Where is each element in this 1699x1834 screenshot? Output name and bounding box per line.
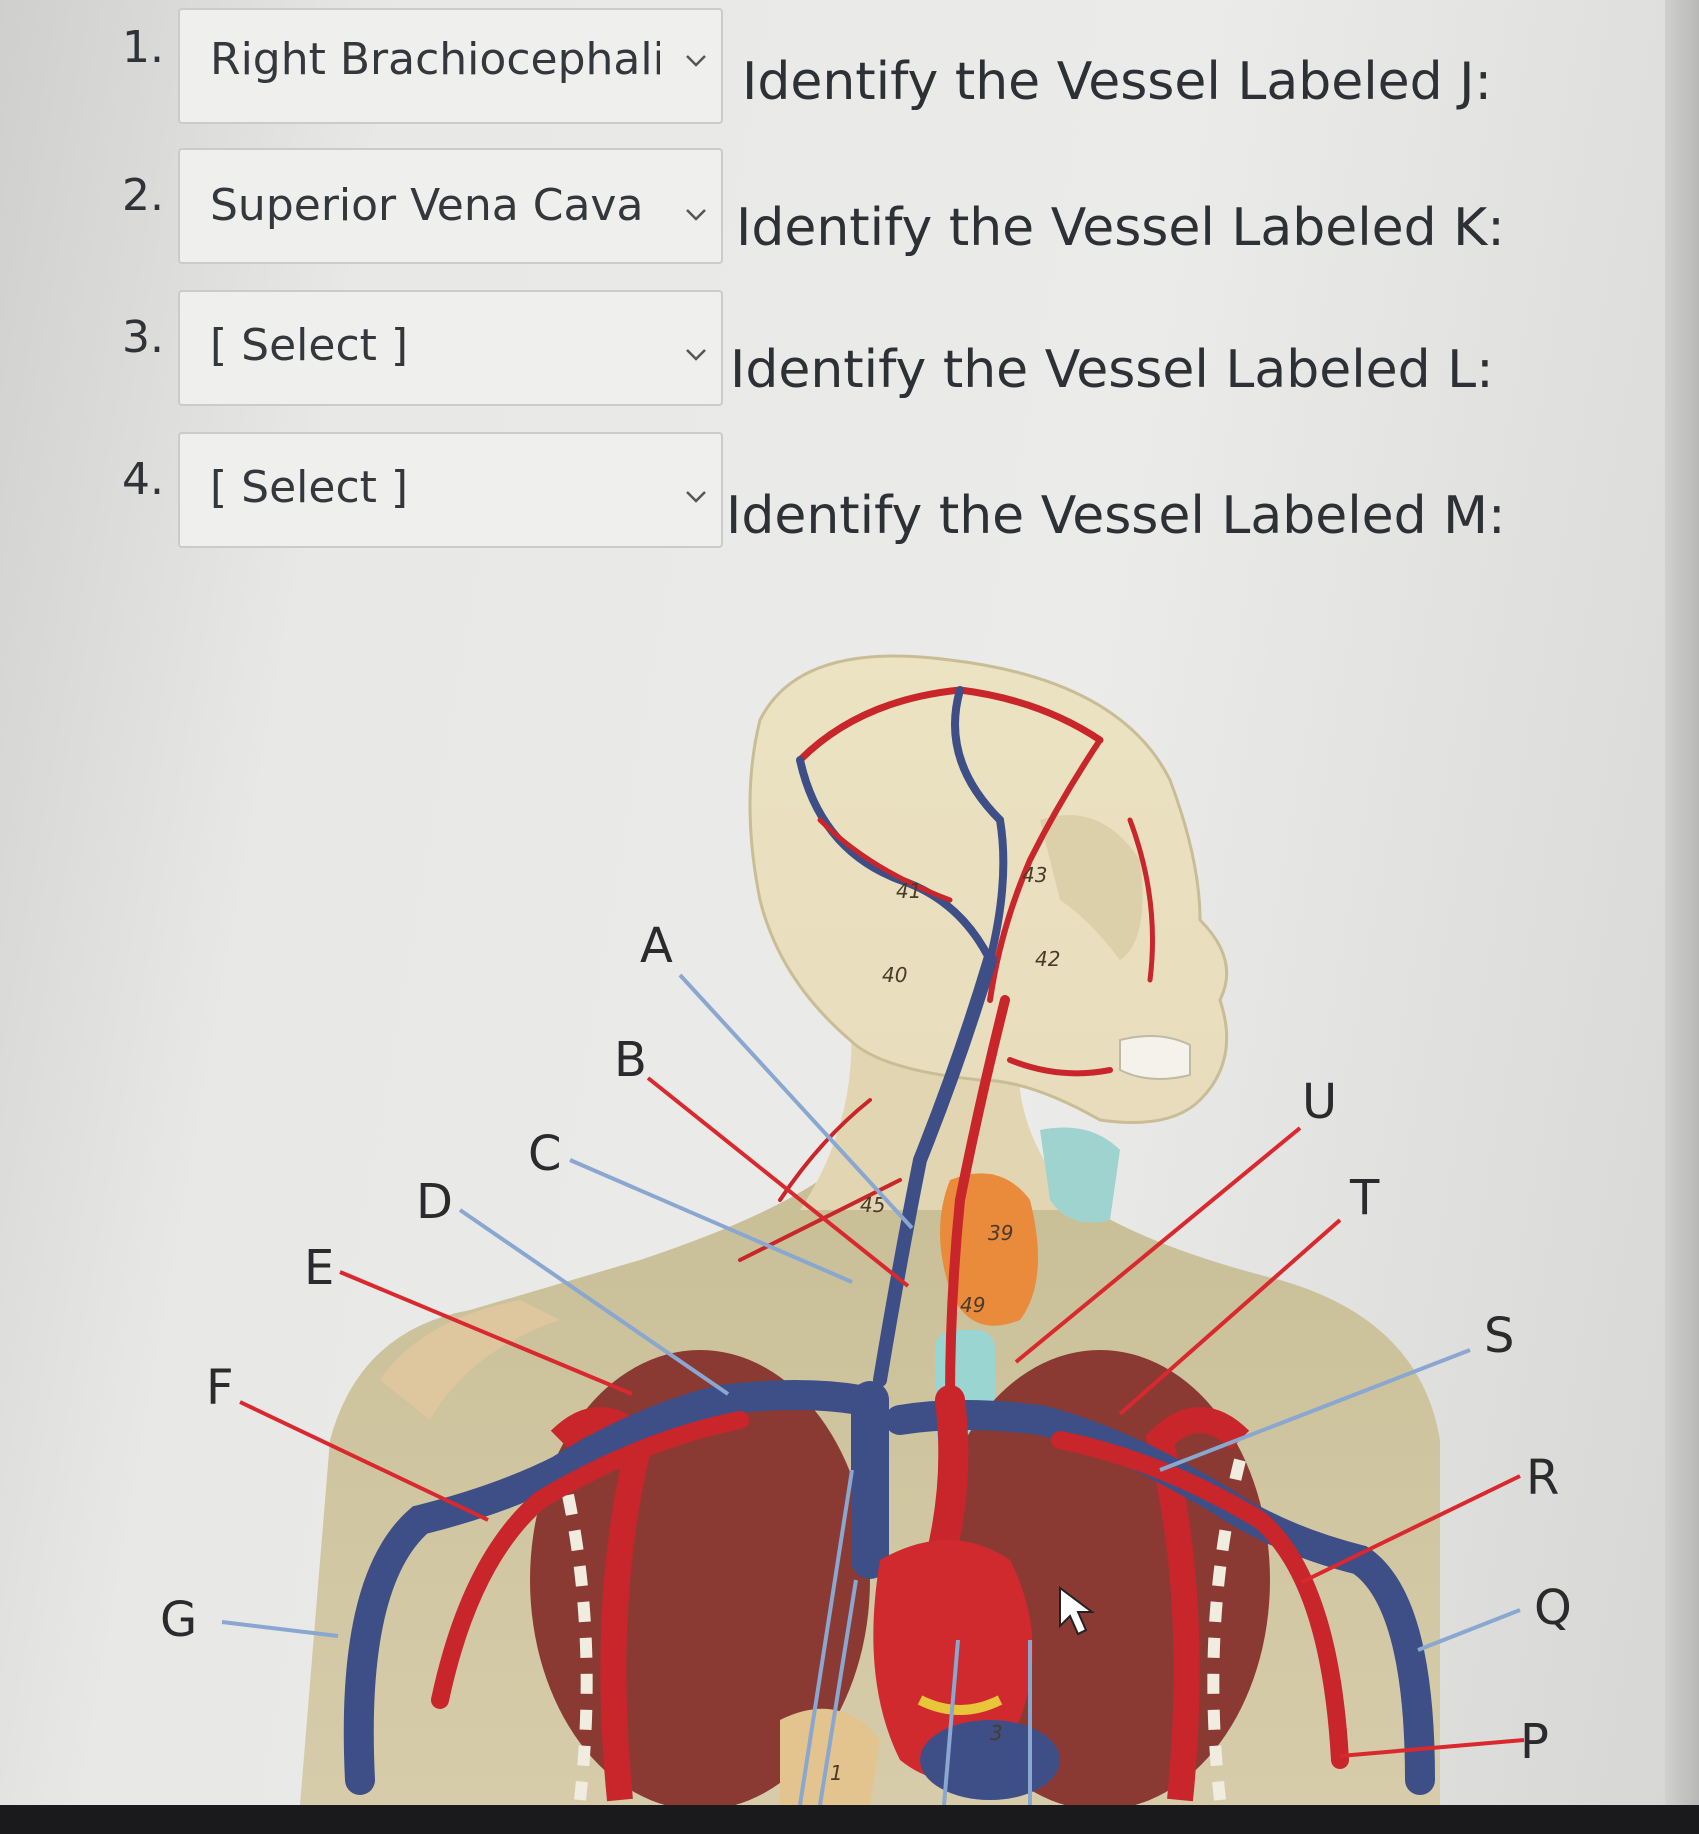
chevron-down-icon	[686, 491, 706, 503]
anatomy-model-image: 41 43 42 40 45 39 49 3 1 A B C D E F	[160, 654, 1572, 1805]
teeth	[1119, 1035, 1191, 1080]
model-number-tag: 43	[1022, 863, 1047, 887]
model-number-tag: 41	[896, 879, 921, 903]
question-prompt: Identify the Vessel Labeled M:	[726, 486, 1506, 546]
figure-label-t: T	[1349, 1170, 1380, 1226]
dropdown-selected-value: [ Select ]	[210, 462, 409, 513]
figure-label-c: C	[528, 1126, 562, 1182]
question-row-1: 1. Right Brachiocephalic Vein Identify t…	[0, 0, 1500, 124]
pointer-line-g	[221, 1620, 339, 1638]
figure-label-a: A	[640, 918, 673, 974]
pointer-line-d	[458, 1208, 730, 1396]
answer-dropdown-1[interactable]: Right Brachiocephalic Vein	[178, 8, 723, 124]
question-row-3: 3. [ Select ] Identify the Vessel Labele…	[0, 0, 1500, 406]
right-subclavian-artery	[1051, 1431, 1349, 1769]
question-number: 4.	[122, 454, 164, 505]
pointer-line-q	[1417, 1608, 1521, 1652]
answer-dropdown-2[interactable]: Superior Vena Cava	[178, 148, 723, 264]
pointer-line-r	[1301, 1474, 1521, 1584]
shoulder-highlight	[380, 1300, 560, 1420]
heart	[873, 1540, 1033, 1780]
chevron-down-icon	[686, 349, 706, 361]
figure-label-q: Q	[1534, 1580, 1572, 1636]
question-row-4: 4. [ Select ] Identify the Vessel Labele…	[0, 0, 1506, 548]
chevron-down-icon	[686, 55, 706, 67]
pointer-line-e	[339, 1270, 633, 1396]
pointer-line-t	[1118, 1218, 1342, 1416]
question-number: 2.	[122, 170, 164, 221]
model-number-tag: 40	[882, 963, 907, 987]
answer-dropdown-3[interactable]: [ Select ]	[178, 290, 723, 406]
pointer-line-b	[646, 1076, 910, 1288]
answer-dropdown-4[interactable]: [ Select ]	[178, 432, 723, 548]
question-number: 3.	[122, 312, 164, 363]
monitor-edge	[1665, 0, 1699, 1834]
pointer-line-p	[1339, 1738, 1525, 1758]
model-number-tag: 42	[1035, 947, 1060, 971]
figure-label-d: D	[416, 1174, 453, 1230]
head-shape	[748, 654, 1229, 1124]
pointer-line-s	[1159, 1348, 1471, 1472]
figure-label-f: F	[206, 1360, 234, 1416]
mouse-cursor-icon	[1059, 1586, 1095, 1636]
question-prompt: Identify the Vessel Labeled L:	[730, 340, 1494, 400]
question-prompt: Identify the Vessel Labeled J:	[742, 52, 1493, 112]
pointer-line-lower-3	[942, 1639, 960, 1805]
thyroid	[940, 1173, 1038, 1326]
model-number-tag: 3	[990, 1721, 1003, 1745]
dropdown-selected-value: Right Brachiocephalic Vein	[210, 34, 660, 85]
question-number: 1.	[122, 22, 164, 73]
aortic-arch	[925, 1385, 969, 1575]
question-prompt: Identify the Vessel Labeled K:	[736, 198, 1505, 258]
figure-label-b: B	[614, 1032, 647, 1088]
figure-label-p: P	[1520, 1714, 1549, 1770]
chevron-down-icon	[686, 209, 706, 221]
figure-label-u: U	[1302, 1074, 1337, 1130]
larynx	[1040, 1127, 1120, 1223]
model-number-tag: 49	[960, 1293, 985, 1317]
dropdown-selected-value: [ Select ]	[210, 320, 409, 371]
figure-label-r: R	[1526, 1450, 1559, 1506]
figure-label-s: S	[1484, 1308, 1514, 1364]
model-number-tag: 1	[830, 1761, 843, 1785]
pointer-line-a	[678, 973, 914, 1230]
pointer-line-lower-1	[798, 1469, 854, 1805]
pointer-line-u	[1014, 1126, 1302, 1364]
figure-label-e: E	[304, 1240, 334, 1296]
left-subclavian-vein	[343, 1380, 875, 1795]
dropdown-selected-value: Superior Vena Cava	[210, 180, 644, 231]
question-row-2: 2. Superior Vena Cava Identify the Vesse…	[0, 0, 1505, 264]
figure-label-g: G	[160, 1592, 197, 1648]
pointer-line-lower-2	[818, 1579, 858, 1805]
model-number-tag: 39	[988, 1221, 1013, 1245]
pointer-line-c	[569, 1158, 853, 1284]
pointer-line-f	[239, 1400, 489, 1522]
left-subclavian-artery	[431, 1411, 749, 1709]
monitor-bezel	[0, 1805, 1699, 1834]
